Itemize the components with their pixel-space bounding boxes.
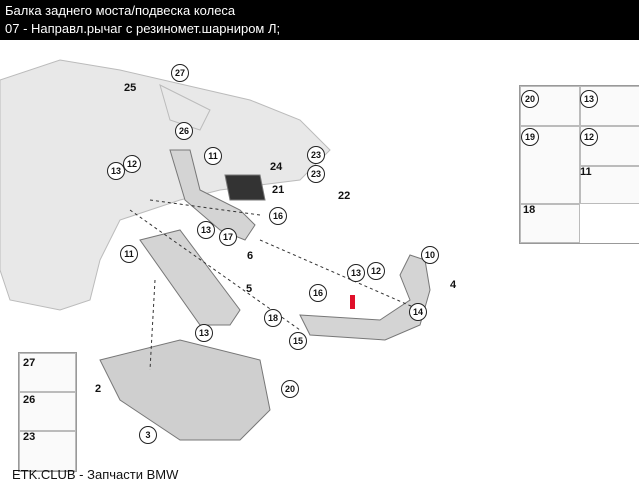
callout-14[interactable]: 14	[409, 303, 427, 321]
upper-control-arm	[169, 149, 256, 241]
label-5[interactable]: 5	[246, 283, 253, 295]
callout-17[interactable]: 17	[219, 228, 237, 246]
hardware-panel-right	[519, 85, 639, 244]
callout-11[interactable]: 11	[120, 245, 138, 263]
exploded-view-drawing	[0, 59, 431, 441]
callout-12[interactable]: 12	[123, 155, 141, 173]
callout-27[interactable]: 27	[171, 64, 189, 82]
panel-label-11[interactable]: 11	[580, 166, 592, 178]
callout-16[interactable]: 16	[309, 284, 327, 302]
label-4[interactable]: 4	[450, 279, 457, 291]
callout-18[interactable]: 18	[264, 309, 282, 327]
bracket	[224, 174, 266, 201]
panel-label-18[interactable]: 18	[523, 204, 536, 216]
callout-26[interactable]: 26	[175, 122, 193, 140]
callout-12[interactable]: 12	[367, 262, 385, 280]
callout-13[interactable]: 13	[195, 324, 213, 342]
panel-callout-20[interactable]: 20	[521, 90, 539, 108]
panel-label-27[interactable]: 27	[23, 357, 36, 369]
callout-3[interactable]: 3	[139, 426, 157, 444]
label-25[interactable]: 25	[124, 82, 137, 94]
hardware-panel-left	[18, 352, 77, 472]
callout-23a[interactable]: 23	[307, 146, 325, 164]
highlight-marker	[350, 295, 355, 309]
footer-credit: ETK.CLUB - Запчасти BMW	[12, 467, 179, 482]
panel-callout-12[interactable]: 12	[580, 128, 598, 146]
callout-11[interactable]: 11	[204, 147, 222, 165]
panel-callout-19[interactable]: 19	[521, 128, 539, 146]
label-22[interactable]: 22	[338, 190, 351, 202]
label-24[interactable]: 24	[270, 161, 283, 173]
panel-label-23[interactable]: 23	[23, 431, 36, 443]
callout-13[interactable]: 13	[347, 264, 365, 282]
header-bar: Балка заднего моста/подвеска колеса 07 -…	[0, 0, 639, 40]
callout-16[interactable]: 16	[269, 207, 287, 225]
callout-13[interactable]: 13	[197, 221, 215, 239]
callout-13[interactable]: 13	[107, 162, 125, 180]
label-6[interactable]: 6	[247, 250, 254, 262]
callout-10[interactable]: 10	[421, 246, 439, 264]
group-title: Балка заднего моста/подвеска колеса	[5, 3, 236, 18]
underbody-shield	[99, 339, 271, 441]
label-21[interactable]: 21	[272, 184, 285, 196]
callout-20[interactable]: 20	[281, 380, 299, 398]
label-2[interactable]: 2	[95, 383, 102, 395]
callout-23b[interactable]: 23	[307, 165, 325, 183]
panel-callout-13[interactable]: 13	[580, 90, 598, 108]
trailing-link	[139, 229, 241, 326]
selected-part-title: 07 - Направл.рычаг с резиномет.шарниром …	[5, 21, 281, 36]
panel-label-26[interactable]: 26	[23, 394, 36, 406]
callout-15[interactable]: 15	[289, 332, 307, 350]
